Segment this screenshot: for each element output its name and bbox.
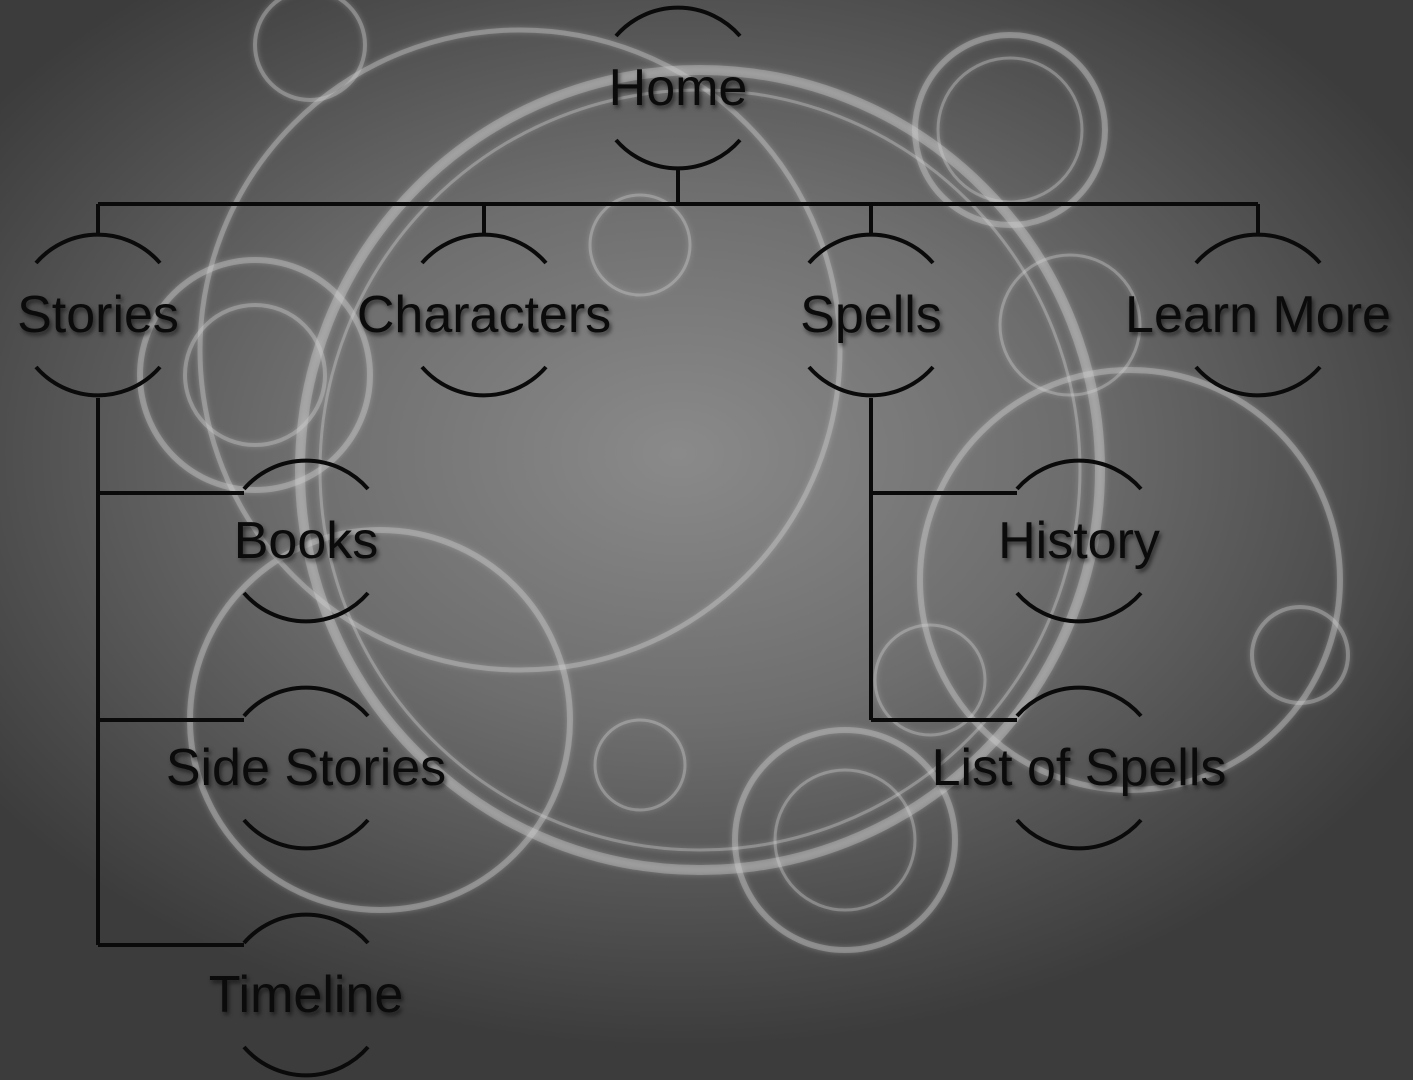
- node-books[interactable]: Books: [233, 512, 379, 570]
- node-spells-arc-top: [807, 232, 935, 265]
- node-history-arc-top: [1015, 458, 1143, 491]
- node-learn-arc-bottom: [1194, 365, 1322, 398]
- node-history-arc-bottom: [1015, 591, 1143, 624]
- node-home-arc-bottom: [614, 138, 742, 171]
- node-characters-arc-top: [420, 232, 548, 265]
- node-side-arc-top: [242, 685, 370, 718]
- node-timeline-arc-bottom: [242, 1045, 370, 1078]
- node-side-stories[interactable]: Side Stories: [165, 739, 447, 797]
- node-list-arc-top: [1015, 685, 1143, 718]
- node-spells[interactable]: Spells: [800, 286, 942, 344]
- node-side-arc-bottom: [242, 818, 370, 851]
- node-history[interactable]: History: [998, 512, 1160, 570]
- node-list-arc-bottom: [1015, 818, 1143, 851]
- node-stories-arc-bottom: [34, 365, 162, 398]
- node-timeline[interactable]: Timeline: [208, 966, 404, 1024]
- node-home[interactable]: Home: [608, 59, 748, 117]
- node-learn-more[interactable]: Learn More: [1125, 286, 1391, 344]
- node-spells-arc-bottom: [807, 365, 935, 398]
- node-list-of-spells[interactable]: List of Spells: [931, 739, 1227, 797]
- node-characters[interactable]: Characters: [356, 286, 612, 344]
- node-books-arc-top: [242, 458, 370, 491]
- node-books-arc-bottom: [242, 591, 370, 624]
- node-home-arc-top: [614, 5, 742, 38]
- node-timeline-arc-top: [242, 912, 370, 945]
- node-stories-arc-top: [34, 232, 162, 265]
- node-stories[interactable]: Stories: [17, 286, 179, 344]
- node-characters-arc-bottom: [420, 365, 548, 398]
- node-learn-arc-top: [1194, 232, 1322, 265]
